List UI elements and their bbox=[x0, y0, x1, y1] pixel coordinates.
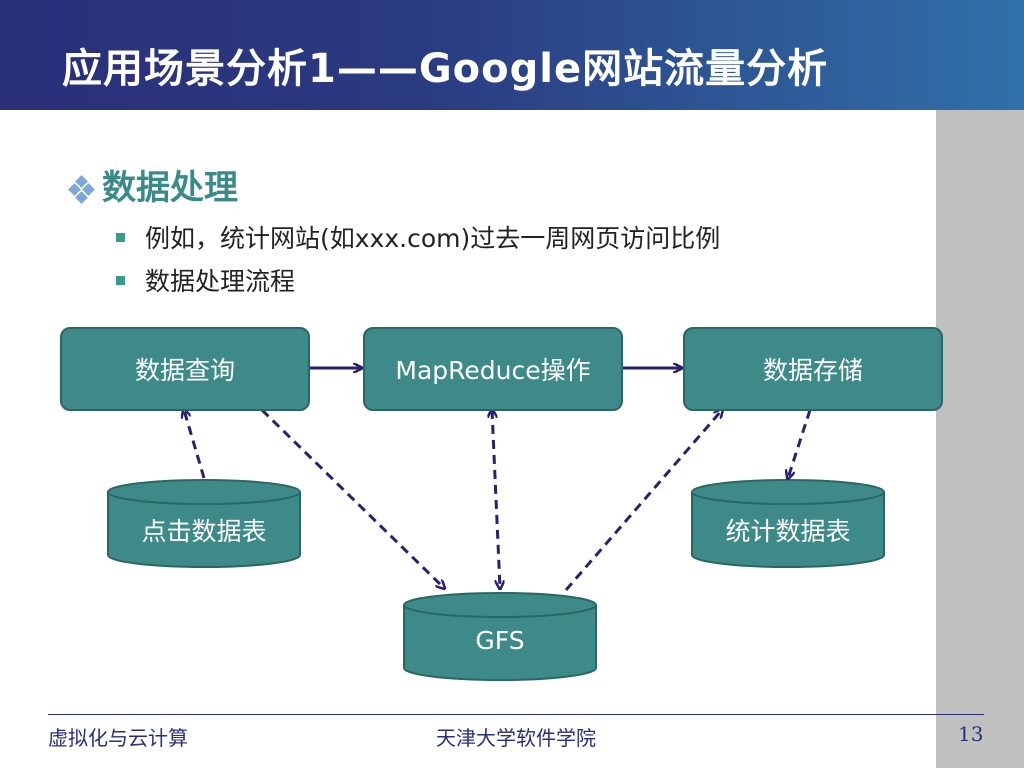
stats-table-cylinder bbox=[691, 479, 885, 568]
click-table-label: 点击数据表 bbox=[141, 517, 267, 546]
page-number: 13 bbox=[958, 722, 984, 746]
gfs-label: GFS bbox=[475, 626, 525, 655]
arrow-storage-to-stats-table bbox=[788, 409, 812, 478]
slide-title: 应用场景分析1——Google网站流量分析 bbox=[62, 46, 829, 92]
right-side-strip bbox=[936, 110, 1024, 768]
click-table-cylinder bbox=[107, 479, 301, 568]
diamond-bullet-icon bbox=[66, 174, 98, 206]
bullet-text: 例如，统计网站(如xxx.com)过去一周网页访问比例 bbox=[145, 224, 721, 253]
title-bar: 应用场景分析1——Google网站流量分析 bbox=[0, 0, 1024, 110]
data-storage-box: 数据存储 bbox=[683, 327, 943, 411]
data-query-box: 数据查询 bbox=[60, 327, 310, 411]
arrow-click-table-to-query bbox=[184, 410, 206, 479]
footer-school: 天津大学软件学院 bbox=[436, 726, 596, 750]
arrow-mapreduce-gfs bbox=[492, 410, 500, 588]
footer-course: 虚拟化与云计算 bbox=[48, 726, 188, 750]
bullet-item: 数据处理流程 bbox=[116, 262, 295, 298]
arrow-query-to-gfs bbox=[260, 408, 444, 588]
square-bullet-icon bbox=[116, 275, 125, 285]
arrow-gfs-to-storage bbox=[564, 410, 722, 591]
bullet-item: 例如，统计网站(如xxx.com)过去一周网页访问比例 bbox=[116, 219, 720, 255]
bullet-text: 数据处理流程 bbox=[145, 267, 296, 296]
stats-table-label: 统计数据表 bbox=[725, 517, 851, 546]
footer-divider bbox=[48, 714, 984, 715]
mapreduce-box: MapReduce操作 bbox=[363, 327, 623, 411]
section-heading: 数据处理 bbox=[66, 160, 238, 209]
section-heading-text: 数据处理 bbox=[102, 168, 238, 208]
square-bullet-icon bbox=[116, 232, 125, 242]
gfs-cylinder bbox=[403, 592, 597, 681]
